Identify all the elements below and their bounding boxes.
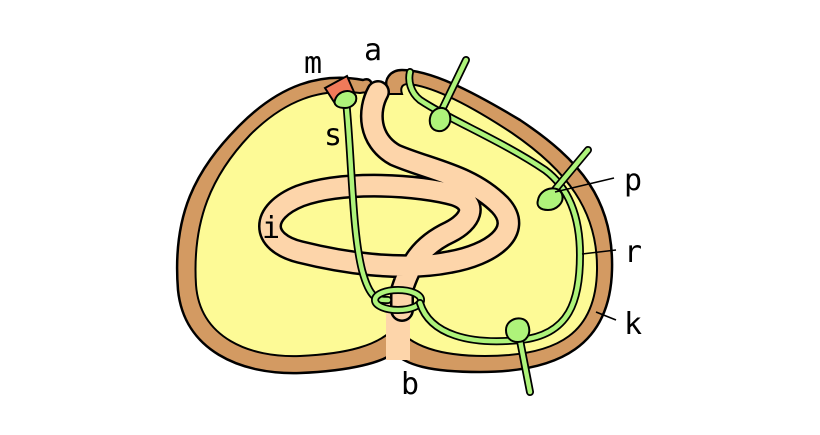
intestine-coil-fill (260, 82, 518, 320)
label-a: a (364, 33, 382, 68)
label-k: k (624, 307, 642, 342)
label-m: m (304, 46, 322, 81)
leader-p (554, 177, 615, 193)
papilla-lower-bulb (504, 317, 531, 344)
nerve-right-strand-fill (407, 69, 583, 344)
leader-r (581, 249, 617, 255)
label-p: p (624, 163, 642, 198)
leader-k (595, 311, 617, 321)
nerve-bulb-s (333, 90, 358, 110)
label-s: s (324, 118, 342, 153)
label-b: b (401, 367, 419, 402)
papilla-middle-bulb (536, 187, 564, 212)
papilla-upper-bulb (428, 107, 452, 133)
label-i: i (262, 211, 280, 246)
label-r: r (624, 235, 642, 270)
